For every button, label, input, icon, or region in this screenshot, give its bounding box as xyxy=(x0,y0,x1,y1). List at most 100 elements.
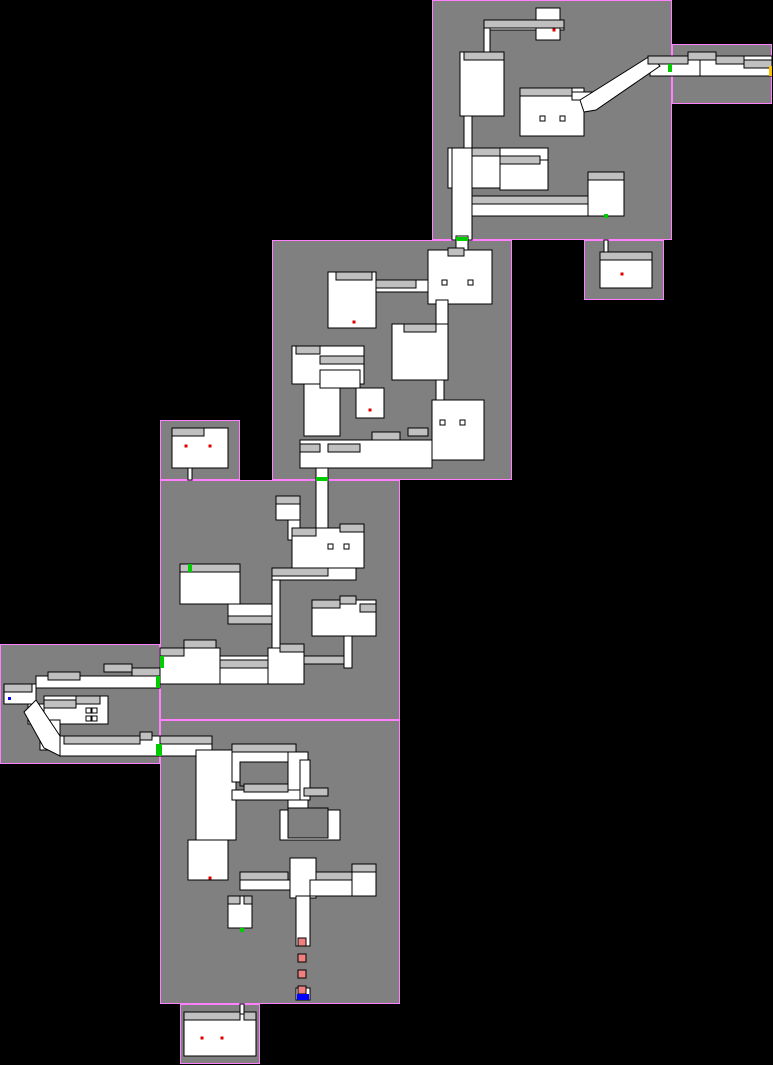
enemy-marker xyxy=(220,1036,224,1040)
floor-area xyxy=(327,271,377,329)
floor-area xyxy=(355,387,385,419)
wall-segment xyxy=(243,1011,257,1021)
wall-layer xyxy=(3,19,773,1021)
pillar xyxy=(287,807,329,839)
floor-area xyxy=(459,51,505,117)
floor-area xyxy=(431,399,485,461)
door-marker xyxy=(316,477,328,481)
wall-segment xyxy=(359,603,377,613)
wall-segment xyxy=(131,667,161,677)
wall-segment xyxy=(303,787,329,797)
floor-area xyxy=(391,323,449,381)
door-marker xyxy=(160,656,164,668)
trap-tile xyxy=(297,953,307,963)
enemy-marker xyxy=(552,28,556,32)
block-tile xyxy=(559,115,566,122)
wall-segment xyxy=(303,655,345,665)
floor-area xyxy=(343,635,353,669)
floor-corridor xyxy=(23,699,61,757)
floor-area xyxy=(319,369,361,389)
door-marker xyxy=(668,64,672,72)
enemy-marker xyxy=(352,320,356,324)
enemy-marker xyxy=(368,408,372,412)
floor-area xyxy=(435,379,445,401)
block-tile xyxy=(91,707,98,714)
wall-segment xyxy=(299,443,321,453)
wall-segment xyxy=(183,639,217,649)
block-tile xyxy=(467,279,474,286)
wall-segment xyxy=(407,427,429,437)
floor-area xyxy=(267,647,305,685)
wall-segment xyxy=(243,895,253,905)
trap-tile xyxy=(297,937,307,947)
wall-segment xyxy=(327,443,361,453)
wall-segment xyxy=(239,871,289,881)
enemy-marker xyxy=(208,876,212,880)
block-tile xyxy=(85,707,92,714)
block-tile xyxy=(439,419,446,426)
door-marker xyxy=(240,928,244,932)
wall-segment xyxy=(339,523,365,533)
floor-area xyxy=(303,383,341,437)
wall-segment xyxy=(715,55,745,65)
door-marker xyxy=(188,564,192,572)
floor-area xyxy=(239,879,291,891)
wall-segment xyxy=(315,871,353,881)
wall-segment xyxy=(275,495,301,505)
door-marker xyxy=(156,676,160,688)
enemy-marker xyxy=(184,444,188,448)
floor-area xyxy=(239,1003,245,1015)
floor-area xyxy=(187,839,229,881)
player-marker xyxy=(8,697,11,700)
wall-segment xyxy=(103,663,133,673)
wall-segment xyxy=(271,567,329,577)
wall-segment xyxy=(279,643,305,653)
exit-tile xyxy=(297,994,309,1000)
marker-layer xyxy=(8,28,772,1040)
wall-segment xyxy=(159,647,185,657)
wall-segment xyxy=(471,147,501,157)
block-tile xyxy=(539,115,546,122)
enemy-marker xyxy=(620,272,624,276)
wall-segment xyxy=(371,431,401,441)
floor-area xyxy=(299,759,311,801)
wall-segment xyxy=(219,659,269,669)
wall-segment xyxy=(483,19,565,29)
trap-tile xyxy=(297,985,307,995)
wall-segment xyxy=(743,59,773,69)
floor-corridor xyxy=(579,55,661,113)
block-tile xyxy=(441,279,448,286)
enemy-marker xyxy=(208,444,212,448)
floor-area xyxy=(499,159,549,191)
wall-segment xyxy=(319,355,365,365)
trap-tile xyxy=(297,969,307,979)
floor-area xyxy=(351,871,377,897)
door-marker xyxy=(156,744,162,756)
block-tile xyxy=(91,715,98,722)
wall-segment xyxy=(291,527,317,537)
wall-segment xyxy=(63,735,141,745)
wall-segment xyxy=(519,87,573,97)
block-tile xyxy=(85,715,92,722)
wall-segment xyxy=(311,599,341,609)
block-tile xyxy=(343,543,350,550)
wall-segment xyxy=(471,195,589,205)
floor-area xyxy=(427,249,493,305)
wall-segment xyxy=(647,55,689,65)
floor-area xyxy=(187,467,193,481)
wall-segment xyxy=(295,345,321,355)
wall-segment xyxy=(183,1011,241,1021)
wall-segment xyxy=(243,783,289,793)
key-marker xyxy=(769,66,772,76)
wall-segment xyxy=(75,695,101,705)
wall-segment xyxy=(587,171,625,181)
floor-area xyxy=(463,115,473,153)
floor-area xyxy=(299,439,433,469)
wall-segment xyxy=(227,895,241,905)
floor-area xyxy=(195,749,237,841)
door-marker xyxy=(604,214,608,218)
enemy-marker xyxy=(200,1036,204,1040)
block-tile xyxy=(459,419,466,426)
door-marker xyxy=(456,237,468,241)
